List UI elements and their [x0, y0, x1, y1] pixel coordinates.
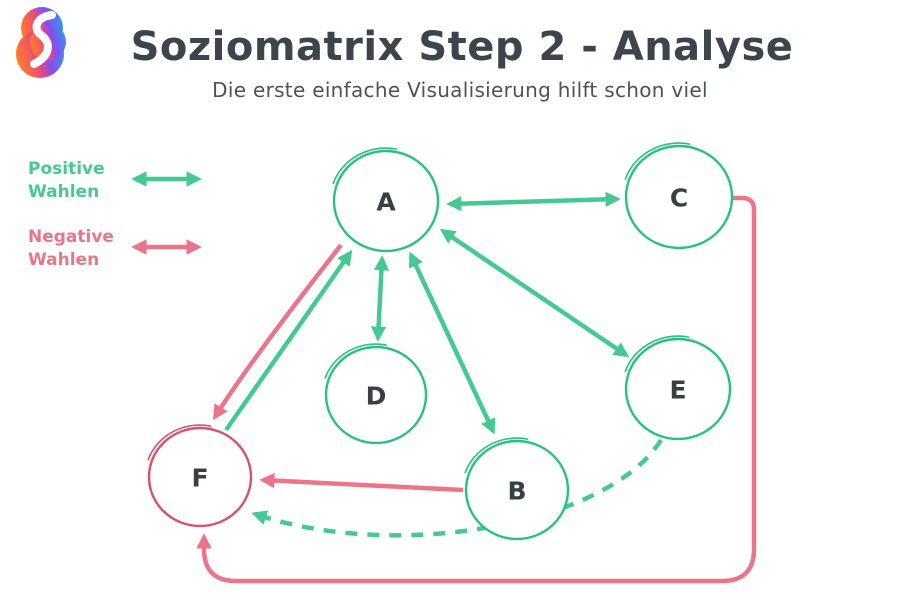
node-C: C: [621, 142, 734, 250]
edge-A-E: [439, 228, 630, 358]
node-label-D: D: [366, 382, 387, 411]
negative-choice-arrow-icon: [122, 237, 212, 261]
legend-item-positive: Positive Wahlen: [28, 158, 212, 204]
node-sketch-stroke: [329, 147, 440, 252]
page-title: Soziomatrix Step 2 - Analyse: [130, 24, 794, 70]
page-subtitle: Die erste einfache Visualisierung hilft …: [212, 78, 708, 102]
node-B: B: [461, 437, 570, 541]
node-F: F: [144, 424, 253, 528]
node-label-B: B: [507, 477, 526, 506]
node-label-E: E: [669, 376, 686, 405]
node-sketch-stroke: [321, 343, 428, 444]
node-label-A: A: [376, 188, 396, 217]
node-label-F: F: [191, 464, 208, 493]
edge-A-D: [370, 255, 390, 342]
edge-F-A: [224, 249, 353, 432]
node-sketch-stroke: [144, 424, 253, 527]
positive-choice-label: Positive Wahlen: [28, 159, 105, 202]
brand-logo-icon: [16, 7, 66, 78]
node-E: E: [621, 335, 732, 441]
node-D: D: [321, 343, 428, 445]
node-sketch-stroke: [621, 142, 734, 249]
edge-A-F: [212, 243, 343, 421]
node-sketch-stroke: [461, 437, 570, 540]
edge-B-F: [259, 472, 464, 493]
legend-item-negative: Negative Wahlen: [28, 226, 212, 272]
node-sketch-stroke: [621, 335, 732, 440]
node-label-C: C: [670, 184, 688, 213]
node-A: A: [329, 147, 440, 253]
edge-A-C: [446, 191, 621, 212]
edge-C-F: [196, 195, 757, 584]
legend: Positive Wahlen Negative Wahlen: [28, 158, 212, 294]
positive-choice-arrow-icon: [122, 169, 212, 193]
negative-choice-label: Negative Wahlen: [28, 227, 114, 270]
